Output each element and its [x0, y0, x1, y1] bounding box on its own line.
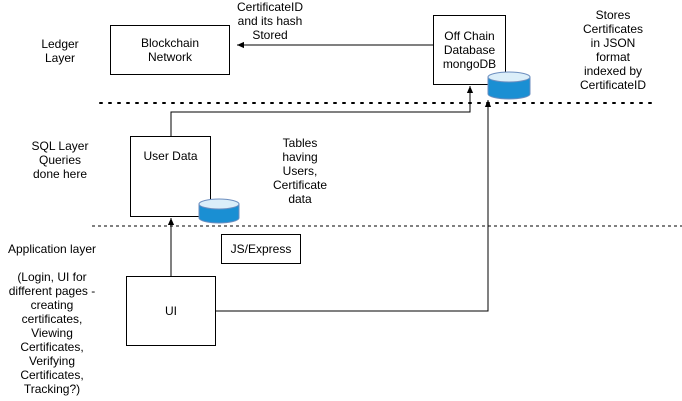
certificate-stored-annotation: CertificateID and its hash Stored: [236, 0, 304, 42]
tables-annotation: Tables having Users, Certificate data: [272, 136, 328, 206]
blockchain-network-box[interactable]: Blockchain Network: [110, 25, 230, 75]
database-cylinder-icon: [198, 198, 240, 224]
sql-layer-label: SQL Layer Queries done here: [31, 139, 89, 181]
js-express-box[interactable]: JS/Express: [221, 234, 301, 264]
application-layer-label: Application layer: [7, 242, 97, 256]
user-data-box[interactable]: User Data: [130, 136, 211, 217]
ui-box[interactable]: UI: [126, 276, 216, 346]
database-cylinder-icon: [487, 71, 531, 100]
application-pages-annotation: (Login, UI for different pages - creatin…: [8, 270, 96, 396]
arrow-ui-to-mongodb: [216, 100, 492, 312]
ledger-layer-label: Ledger Layer: [41, 37, 79, 65]
stores-certificates-annotation: Stores Certificates in JSON format index…: [579, 8, 647, 92]
offchain-database-box[interactable]: Off Chain Database mongoDB: [433, 15, 506, 85]
arrow-userdata-to-offchain: [170, 86, 474, 136]
